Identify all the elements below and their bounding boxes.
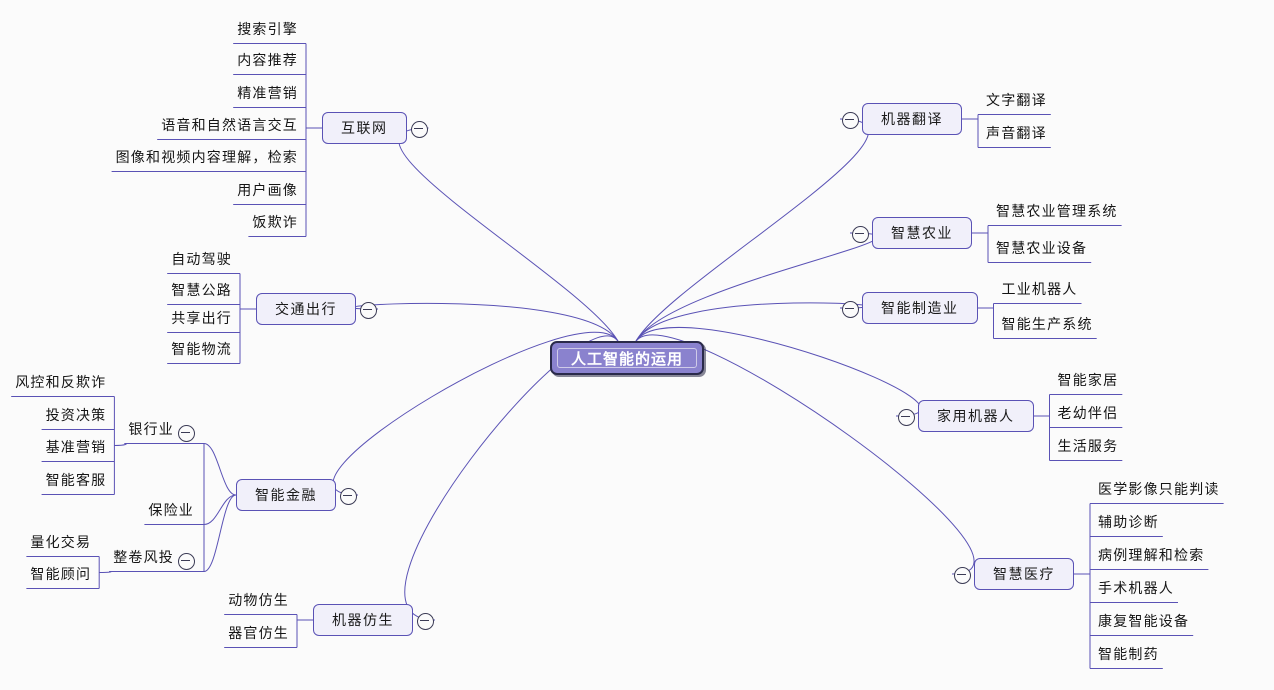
leaf-1-2[interactable]: 共享出行	[171, 311, 232, 327]
branch-node-1-left[interactable]: 交通出行	[256, 293, 356, 325]
leaf-0-6[interactable]: 饭欺诈	[252, 215, 298, 231]
root-node[interactable]: 人工智能的运用	[549, 341, 704, 375]
leaf-2-0-3[interactable]: 智能客服	[45, 473, 107, 489]
leaf-1-0[interactable]: 自动驾驶	[171, 252, 232, 268]
leaf-r-0-0[interactable]: 文字翻译	[986, 93, 1047, 109]
leaf-r-0-1[interactable]: 声音翻译	[986, 126, 1047, 142]
sub-branch-2-2[interactable]: 整卷风投	[113, 550, 174, 566]
sub-branch-2-0[interactable]: 银行业	[128, 422, 174, 438]
branch-node-4-right[interactable]: 智慧医疗	[974, 558, 1074, 590]
branch-node-3-left[interactable]: 机器仿生	[313, 604, 413, 636]
branch-node-0-right[interactable]: 机器翻译	[862, 103, 962, 135]
leaf-r-4-1[interactable]: 辅助诊断	[1098, 515, 1159, 531]
collapse-toggle-right-4[interactable]	[954, 566, 971, 584]
leaf-2-0-1[interactable]: 投资决策	[45, 408, 107, 424]
collapse-toggle-right-2[interactable]	[842, 300, 859, 318]
leaf-r-1-0[interactable]: 智慧农业管理系统	[996, 204, 1118, 220]
collapse-toggle-sub-2-2[interactable]	[178, 552, 195, 570]
leaf-r-1-1[interactable]: 智慧农业设备	[996, 241, 1088, 257]
leaf-0-0[interactable]: 搜索引擎	[237, 22, 298, 38]
branch-node-2-right[interactable]: 智能制造业	[862, 292, 978, 324]
sub-branch-2-1[interactable]: 保险业	[148, 503, 194, 519]
collapse-toggle-left-3[interactable]	[417, 612, 434, 630]
collapse-toggle-left-2[interactable]	[340, 487, 357, 505]
collapse-toggle-left-0[interactable]	[410, 120, 428, 138]
leaf-r-4-3[interactable]: 手术机器人	[1098, 581, 1174, 597]
leaf-r-4-2[interactable]: 病例理解和检索	[1098, 548, 1205, 564]
leaf-r-3-2[interactable]: 生活服务	[1057, 439, 1119, 455]
leaf-2-2-1[interactable]: 智能顾问	[30, 567, 92, 583]
leaf-2-2-0[interactable]: 量化交易	[30, 535, 92, 551]
leaf-0-4[interactable]: 图像和视频内容理解，检索	[115, 150, 298, 166]
leaf-r-2-0[interactable]: 工业机器人	[1001, 282, 1078, 298]
leaf-r-4-5[interactable]: 智能制药	[1098, 647, 1159, 663]
leaf-r-3-1[interactable]: 老幼伴侣	[1057, 406, 1119, 422]
leaf-0-3[interactable]: 语音和自然语言交互	[161, 118, 298, 134]
root-node-label: 人工智能的运用	[556, 348, 697, 368]
leaf-3-1[interactable]: 器官仿生	[228, 626, 289, 642]
branch-node-1-right[interactable]: 智慧农业	[872, 217, 972, 249]
branch-node-2-left[interactable]: 智能金融	[236, 479, 336, 511]
leaf-0-5[interactable]: 用户画像	[237, 183, 298, 199]
leaf-1-3[interactable]: 智能物流	[171, 342, 232, 358]
branch-node-3-right[interactable]: 家用机器人	[918, 400, 1034, 432]
collapse-toggle-left-1[interactable]	[360, 301, 377, 319]
leaf-r-2-1[interactable]: 智能生产系统	[1001, 317, 1093, 333]
leaf-2-0-2[interactable]: 基准营销	[45, 440, 107, 456]
leaf-r-3-0[interactable]: 智能家居	[1057, 373, 1119, 389]
collapse-toggle-right-1[interactable]	[852, 225, 869, 243]
leaf-r-4-0[interactable]: 医学影像只能判读	[1098, 482, 1220, 498]
collapse-toggle-right-3[interactable]	[898, 408, 915, 426]
leaf-2-0-0[interactable]: 风控和反欺诈	[15, 375, 107, 391]
leaf-0-2[interactable]: 精准营销	[237, 86, 298, 102]
leaf-r-4-4[interactable]: 康复智能设备	[1098, 614, 1190, 630]
collapse-toggle-right-0[interactable]	[842, 111, 859, 129]
leaf-1-1[interactable]: 智慧公路	[171, 283, 232, 299]
leaf-0-1[interactable]: 内容推荐	[237, 53, 298, 69]
branch-node-0-left[interactable]: 互联网	[322, 112, 407, 144]
collapse-toggle-sub-2-0[interactable]	[178, 424, 195, 442]
leaf-3-0[interactable]: 动物仿生	[228, 593, 289, 609]
